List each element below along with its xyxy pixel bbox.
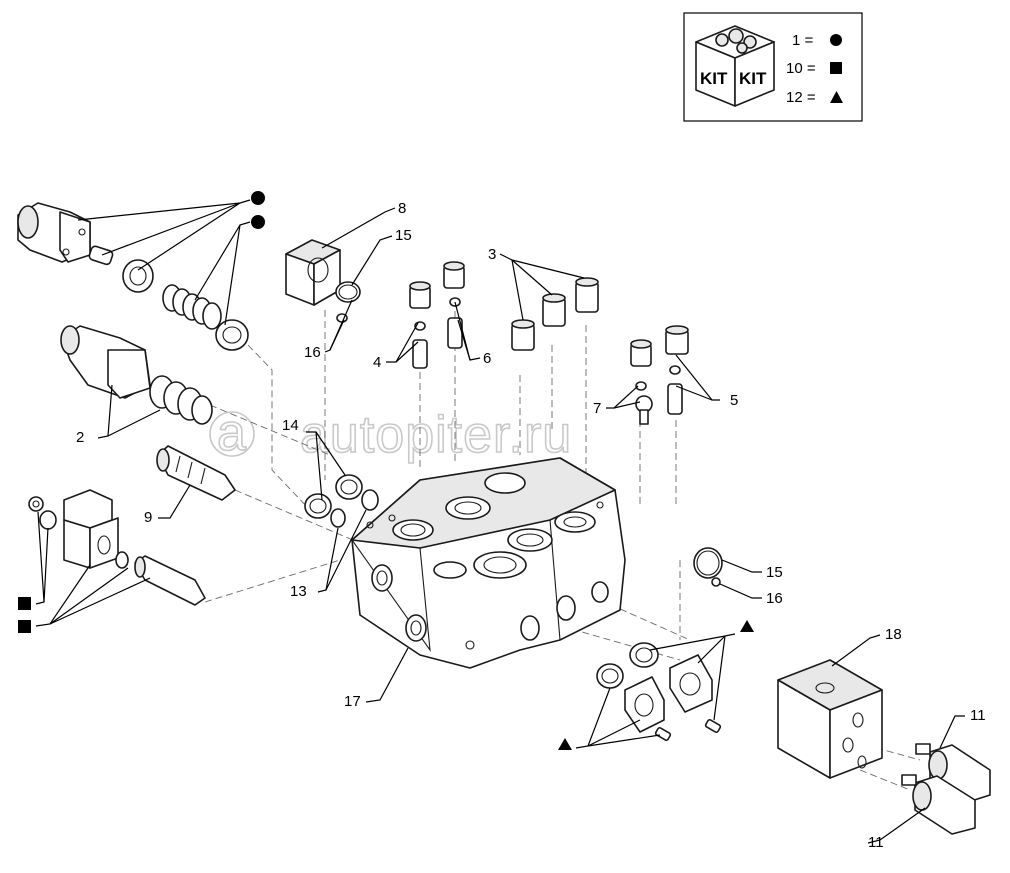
marker-circle-icon: [251, 191, 265, 205]
plug-6: [443, 261, 465, 349]
kit-label-right: KIT: [739, 69, 767, 88]
callout-13: 13: [290, 583, 307, 600]
marker-triangle-icon: [558, 738, 572, 750]
legend-entry-12: 12 =: [786, 89, 816, 106]
legend-triangle-icon: [830, 91, 843, 103]
callout-8: 8: [398, 200, 406, 217]
callout-5: 5: [730, 392, 738, 409]
callout-18: 18: [885, 626, 902, 643]
solenoid-actuator-top: [17, 202, 91, 263]
control-spool-assembly: [60, 325, 213, 425]
callout-3: 3: [488, 246, 496, 263]
callout-15-right: 15: [766, 564, 783, 581]
spool-9: [156, 445, 236, 501]
callout-11-upper: 11: [970, 707, 986, 724]
valve-body: [350, 457, 626, 669]
plug-7: [630, 339, 653, 425]
legend-entry-1: 1 =: [792, 32, 814, 49]
kit-box-icon: KIT KIT: [695, 25, 775, 107]
solenoid-11-upper: [915, 743, 991, 803]
callout-16-right: 16: [766, 590, 783, 607]
legend-entry-10: 10 =: [786, 60, 816, 77]
marker-circle-icon: [251, 215, 265, 229]
plug-4: [409, 281, 431, 369]
callout-labels: 8 15 3 16 4 6 7 5 2 14 9 13 15 16 18 17 …: [76, 200, 986, 851]
callout-4: 4: [373, 354, 381, 371]
plug-5: [665, 325, 689, 415]
leader-lines: [35, 199, 965, 844]
cover-block-8: [285, 239, 341, 306]
seals-14-13: [304, 474, 379, 528]
callout-17: 17: [344, 693, 361, 710]
callout-11-lower: 11: [868, 834, 884, 851]
callout-9: 9: [144, 509, 152, 526]
spring: [162, 284, 222, 330]
marker-triangle-icon: [740, 620, 754, 632]
relief-plugs: [409, 261, 689, 425]
kit-label-left: KIT: [700, 69, 728, 88]
callout-15-top: 15: [395, 227, 412, 244]
legend-circle-icon: [830, 34, 842, 46]
solenoid-valve-stem: [134, 555, 206, 606]
kit-markers: [18, 191, 754, 750]
plug-3: [511, 277, 599, 351]
callout-6: 6: [483, 350, 491, 367]
flange-covers: [596, 642, 722, 742]
callout-2: 2: [76, 429, 84, 446]
o-ring-15-right: [693, 547, 723, 587]
solenoid-coil: [28, 489, 129, 569]
marker-square-icon: [18, 597, 31, 610]
spool-pin: [88, 245, 114, 266]
solenoid-11-lower: [901, 774, 976, 835]
marker-square-icon: [18, 620, 31, 633]
o-ring-15-top: [335, 281, 361, 323]
callout-16-top: 16: [304, 344, 321, 361]
callout-7: 7: [593, 400, 601, 417]
watermark-text: autopiter.ru: [300, 406, 572, 464]
end-cap: [215, 319, 249, 351]
watermark-at-glyph: a: [217, 404, 247, 462]
spring-seat: [122, 259, 154, 293]
watermark: a autopiter.ru: [209, 403, 572, 465]
kit-legend: KIT KIT 1 = 10 = 12 =: [683, 12, 863, 122]
callout-14: 14: [282, 417, 299, 434]
legend-square-icon: [830, 62, 842, 74]
adapter-block-18: [777, 659, 883, 779]
